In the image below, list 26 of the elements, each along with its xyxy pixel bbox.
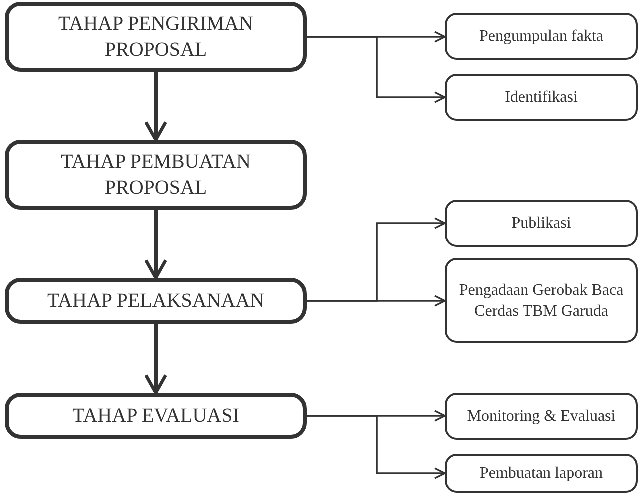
arrow xyxy=(144,324,168,395)
node-text: Pengadaan Gerobak Baca Cerdas TBM Garuda xyxy=(458,280,625,322)
stage-box xyxy=(5,2,307,72)
activity-box xyxy=(445,74,638,121)
node-text: TAHAP PELAKSANAAN xyxy=(47,289,265,314)
arrow xyxy=(144,210,168,280)
arrow xyxy=(144,72,168,142)
node-text: TAHAP EVALUASI xyxy=(72,404,240,429)
arrow xyxy=(307,295,446,307)
stage-box xyxy=(5,393,307,439)
activity-box xyxy=(445,393,638,440)
node-text: Publikasi xyxy=(512,214,572,234)
activity-box xyxy=(445,200,638,247)
node-text: Monitoring & Evaluasi xyxy=(467,407,616,427)
node-text: Identifikasi xyxy=(505,88,578,108)
arrow xyxy=(307,415,446,480)
activity-box xyxy=(445,258,638,343)
node-text: Pembuatan laporan xyxy=(480,464,604,484)
node-text: Pengumpulan fakta xyxy=(480,27,604,47)
arrow xyxy=(307,36,446,104)
stage-box xyxy=(5,278,307,324)
node-text: TAHAP PEMBUATAN PROPOSAL xyxy=(60,150,252,201)
node-text: TAHAP PENGIRIMAN PROPOSAL xyxy=(58,12,254,63)
activity-box xyxy=(445,13,638,60)
stage-box xyxy=(5,140,307,210)
activity-box xyxy=(445,454,638,493)
